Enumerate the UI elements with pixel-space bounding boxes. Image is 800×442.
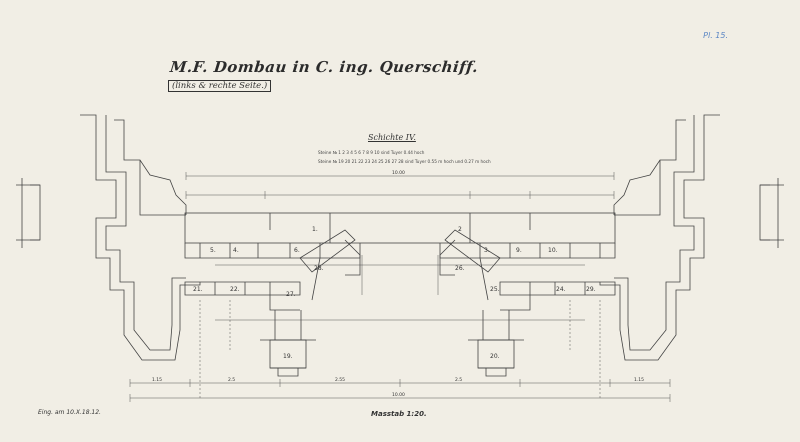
right-lower-row (499, 281, 616, 311)
stone-29: 29. (586, 286, 596, 293)
stone-1: 1. (312, 226, 318, 233)
stone-20: 20. (490, 353, 500, 360)
bottom-dimension-line (129, 379, 671, 387)
stone-3: 3. (484, 247, 490, 254)
stone-21: 21. (193, 286, 203, 293)
stone-25: 25. (490, 286, 500, 293)
stone-2: 2 (458, 226, 462, 233)
layer-label: Schichte IV. (368, 133, 416, 142)
drawing-title: M.F. Dombau in C. ing. Querschiff. (169, 58, 480, 76)
archive-mark: Pl. 15. (703, 31, 728, 40)
top-dimension-line (185, 172, 615, 180)
stone-19: 19. (283, 353, 293, 360)
stone-10: 10. (548, 247, 558, 254)
stone-6: 6. (294, 247, 300, 254)
right-buttress (613, 119, 686, 216)
right-inner-wall (614, 115, 695, 351)
dim-seg-3: 2.55 (335, 377, 345, 383)
dim-top-total: 10.00 (392, 170, 405, 176)
dim-seg-5: 1.15 (634, 377, 644, 383)
stone-4: 4. (233, 247, 239, 254)
scale-label: Masstab 1:20. (371, 410, 427, 418)
dim-seg-2: 2.5 (228, 377, 235, 383)
drawing-subtitle: (links & rechte Seite.) (168, 80, 272, 92)
dim-bottom-total: 10.00 (392, 392, 405, 398)
stone-24: 24. (556, 286, 566, 293)
right-outer-wall (599, 114, 720, 361)
stone-22: 22. (230, 286, 240, 293)
stone-26: 26. (455, 265, 465, 272)
receipt-stamp: Eing. am 10.X.18.12. (38, 409, 101, 416)
dim-seg-4: 2.5 (455, 377, 462, 383)
stone-28: 28. (314, 265, 324, 272)
left-lower-row (184, 281, 301, 311)
stone-9: 9. (516, 247, 522, 254)
left-inner-wall (105, 115, 186, 351)
left-outer-wall (80, 114, 201, 361)
stone-note-1: Steine № 1 2 3 4 5 6 7 8 9 10 sind Tuyer… (318, 150, 425, 155)
left-buttress (114, 119, 187, 216)
stone-5: 5. (210, 247, 216, 254)
central-beam (184, 212, 616, 244)
stone-note-2: Steine № 19 20 21 22 23 24 25 26 27 28 s… (318, 159, 491, 164)
stone-27: 27. (286, 291, 296, 298)
dim-seg-1: 1.15 (152, 377, 162, 383)
